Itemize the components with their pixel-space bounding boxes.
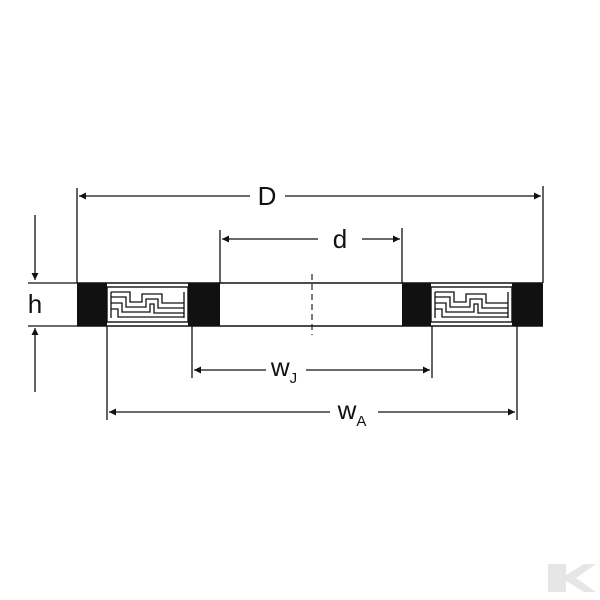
- label-inner-width: wJ: [270, 352, 297, 387]
- dimension-inner-width: wJ: [191, 326, 433, 387]
- outer-rubber-block: [512, 283, 543, 326]
- label-outer-width-main: w: [337, 395, 357, 425]
- label-outer-width: wA: [337, 395, 367, 430]
- outer-rubber-block: [77, 283, 107, 326]
- label-inner-width-main: w: [270, 352, 290, 382]
- dimension-height: h: [28, 215, 77, 392]
- seal-cross-section: [77, 274, 543, 335]
- label-inner-width-sub: J: [290, 370, 298, 387]
- spiral-windings: [110, 291, 185, 318]
- inner-rubber-block: [402, 283, 431, 326]
- spiral-wound-element: [106, 286, 189, 323]
- inner-rubber-block: [188, 283, 220, 326]
- dimension-inner-diameter: d: [219, 224, 403, 283]
- label-outer-width-sub: A: [356, 413, 366, 430]
- spiral-windings: [434, 291, 509, 318]
- dimension-outer-diameter: D: [76, 181, 544, 283]
- right-section: [402, 283, 543, 326]
- label-inner-diameter: d: [333, 224, 347, 254]
- left-section: [77, 283, 220, 326]
- spiral-wound-element: [430, 286, 513, 323]
- brand-watermark-logo: [548, 564, 596, 592]
- label-outer-diameter: D: [258, 181, 277, 211]
- label-height: h: [28, 289, 42, 319]
- dimension-outer-width: wA: [106, 326, 518, 430]
